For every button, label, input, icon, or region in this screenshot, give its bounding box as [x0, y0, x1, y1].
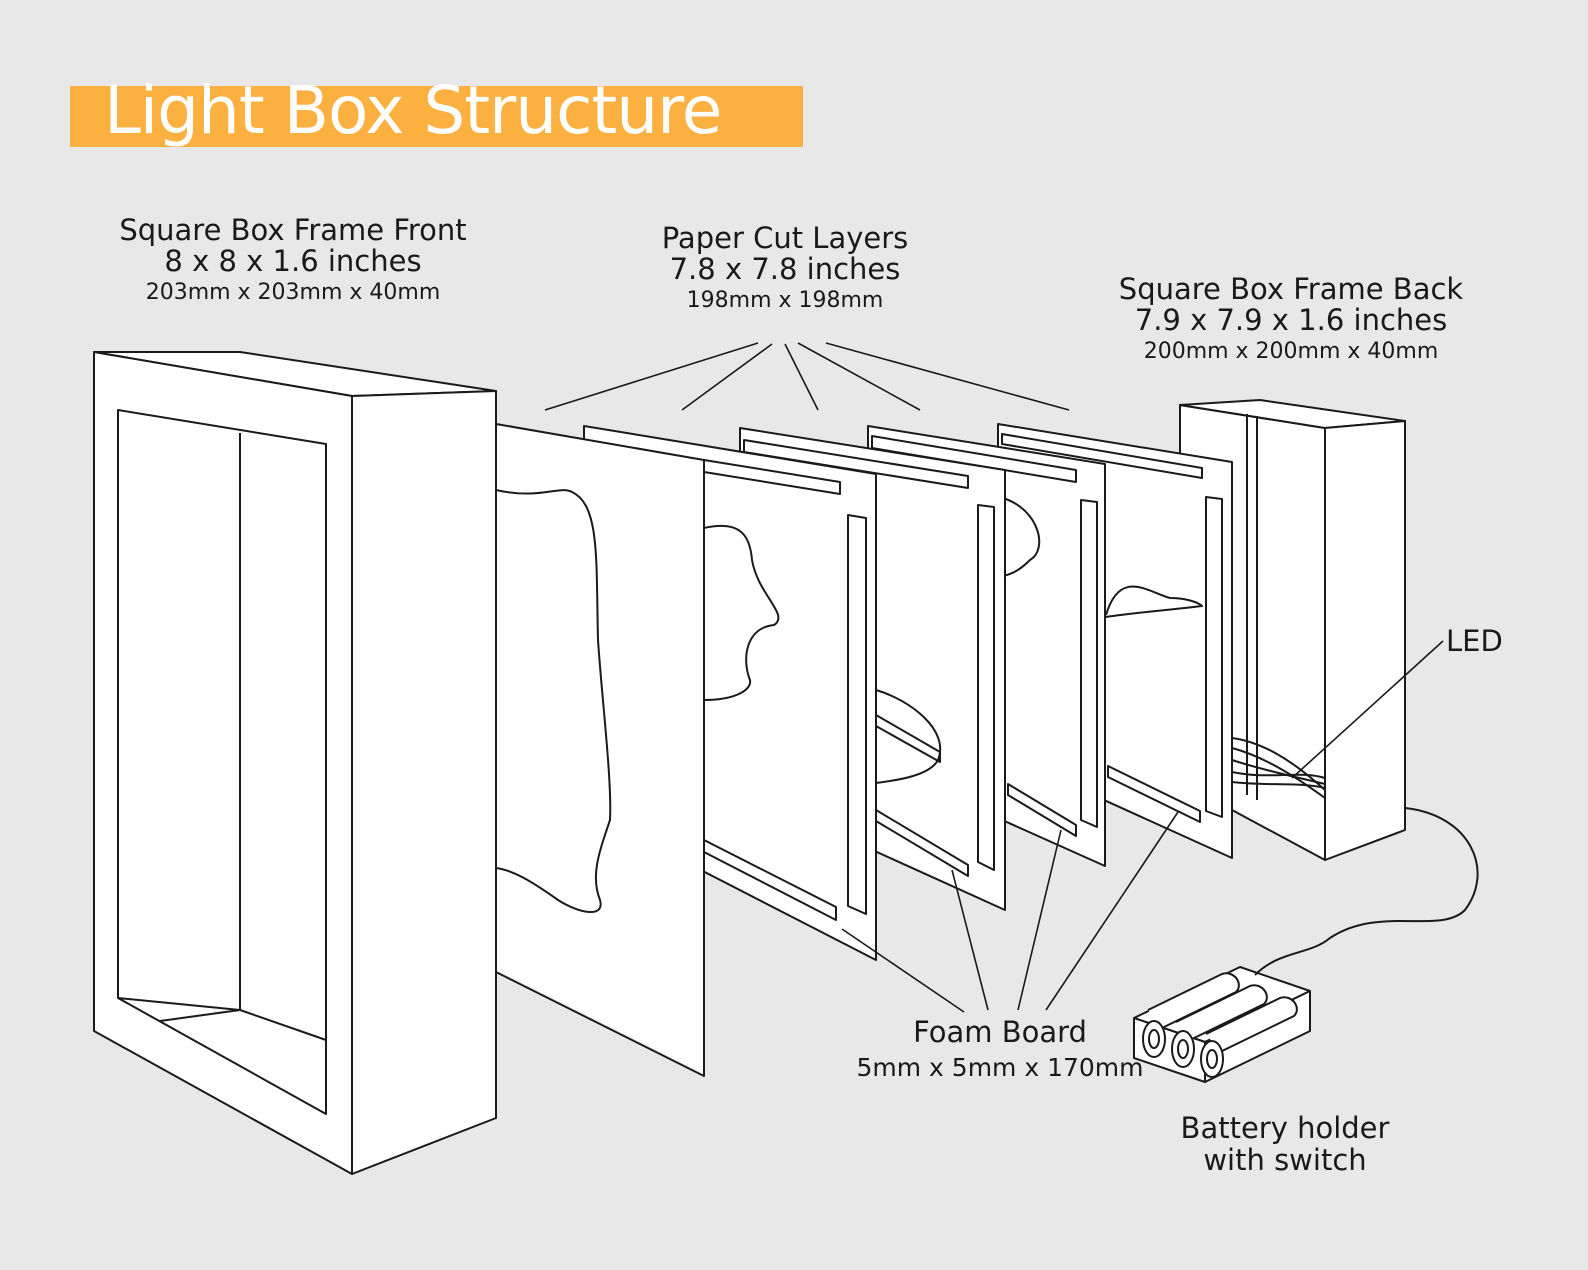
- battery-holder: [1133, 966, 1311, 1083]
- foam-strip-top: [871, 435, 1077, 483]
- leader-line-layers: [784, 343, 819, 411]
- label-back-mm: 200mm x 200mm x 40mm: [1143, 339, 1439, 364]
- label-battery-line2: with switch: [1203, 1143, 1367, 1177]
- paper-cut-shape: [703, 524, 780, 701]
- title-band: [70, 86, 803, 147]
- paper-layer-sheet: [495, 423, 705, 1077]
- leader-line-foam: [1045, 811, 1179, 1011]
- front-frame-side-face: [351, 390, 497, 1175]
- foam-strip-side: [977, 504, 995, 871]
- paper-cut-shape: [1002, 497, 1041, 577]
- label-foam-name: Foam Board: [913, 1015, 1087, 1049]
- leader-line-foam: [1017, 829, 1062, 1011]
- label-back-inches: 7.9 x 7.9 x 1.6 inches: [1134, 303, 1448, 337]
- label-led: LED: [1446, 624, 1503, 658]
- battery-cylinder: [1205, 996, 1298, 1053]
- label-layers-inches: 7.8 x 7.8 inches: [669, 252, 901, 286]
- back-frame-side-face: [1324, 420, 1406, 861]
- paper-cut-shape: [875, 689, 942, 784]
- label-foam-board: Foam Board 5mm x 5mm x 170mm: [840, 1015, 1160, 1082]
- page-title: Light Box Structure: [104, 72, 722, 149]
- battery-end: [1142, 1020, 1166, 1058]
- battery-cable: [1254, 807, 1479, 976]
- paper-cut-shape: [495, 489, 612, 914]
- foam-strip-bottom: [1107, 765, 1201, 823]
- battery-cylinder: [1175, 984, 1268, 1041]
- label-front-frame: Square Box Frame Front 8 x 8 x 1.6 inche…: [88, 216, 498, 304]
- leader-line-layers: [681, 343, 773, 411]
- paper-cut-shape: [1105, 585, 1203, 618]
- leader-line-layers: [544, 342, 759, 411]
- foam-strip-side: [847, 514, 867, 915]
- label-back-frame: Square Box Frame Back 7.9 x 7.9 x 1.6 in…: [1086, 275, 1496, 363]
- foam-strip-bottom: [1007, 783, 1077, 837]
- label-battery-line1: Battery holder: [1180, 1111, 1390, 1145]
- label-layers-mm: 198mm x 198mm: [686, 288, 884, 313]
- front-frame-inner-edge: [159, 1009, 241, 1022]
- front-frame-inner-edge: [239, 1009, 327, 1041]
- label-layers-name: Paper Cut Layers: [661, 221, 909, 255]
- battery-terminal: [1206, 1049, 1218, 1069]
- leader-line-led: [1291, 640, 1444, 779]
- leader-line-foam: [841, 928, 965, 1013]
- front-frame-window: [117, 409, 327, 1115]
- battery-end: [1171, 1030, 1195, 1068]
- label-front-name: Square Box Frame Front: [119, 213, 467, 247]
- label-foam-size: 5mm x 5mm x 170mm: [856, 1053, 1144, 1082]
- label-front-mm: 203mm x 203mm x 40mm: [145, 280, 441, 305]
- battery-terminal: [1177, 1039, 1189, 1059]
- foam-strip-top: [1001, 433, 1203, 479]
- battery-end: [1200, 1040, 1224, 1078]
- label-back-name: Square Box Frame Back: [1118, 272, 1464, 306]
- label-paper-layers: Paper Cut Layers 7.8 x 7.8 inches 198mm …: [600, 224, 970, 312]
- foam-strip-side: [1080, 499, 1098, 828]
- led-wires: [1231, 737, 1326, 799]
- label-front-inches: 8 x 8 x 1.6 inches: [164, 244, 422, 278]
- leader-lines: [544, 342, 1444, 1013]
- leader-line-foam: [951, 869, 989, 1011]
- front-frame: [93, 351, 497, 1175]
- foam-strip-side: [1205, 496, 1223, 818]
- label-battery-holder: Battery holder with switch: [1160, 1114, 1410, 1175]
- paper-layer-1: [495, 423, 705, 1077]
- foam-strip-top: [743, 439, 969, 489]
- leader-line-layers: [797, 342, 921, 411]
- battery-terminal: [1148, 1029, 1160, 1049]
- leader-line-layers: [825, 342, 1070, 411]
